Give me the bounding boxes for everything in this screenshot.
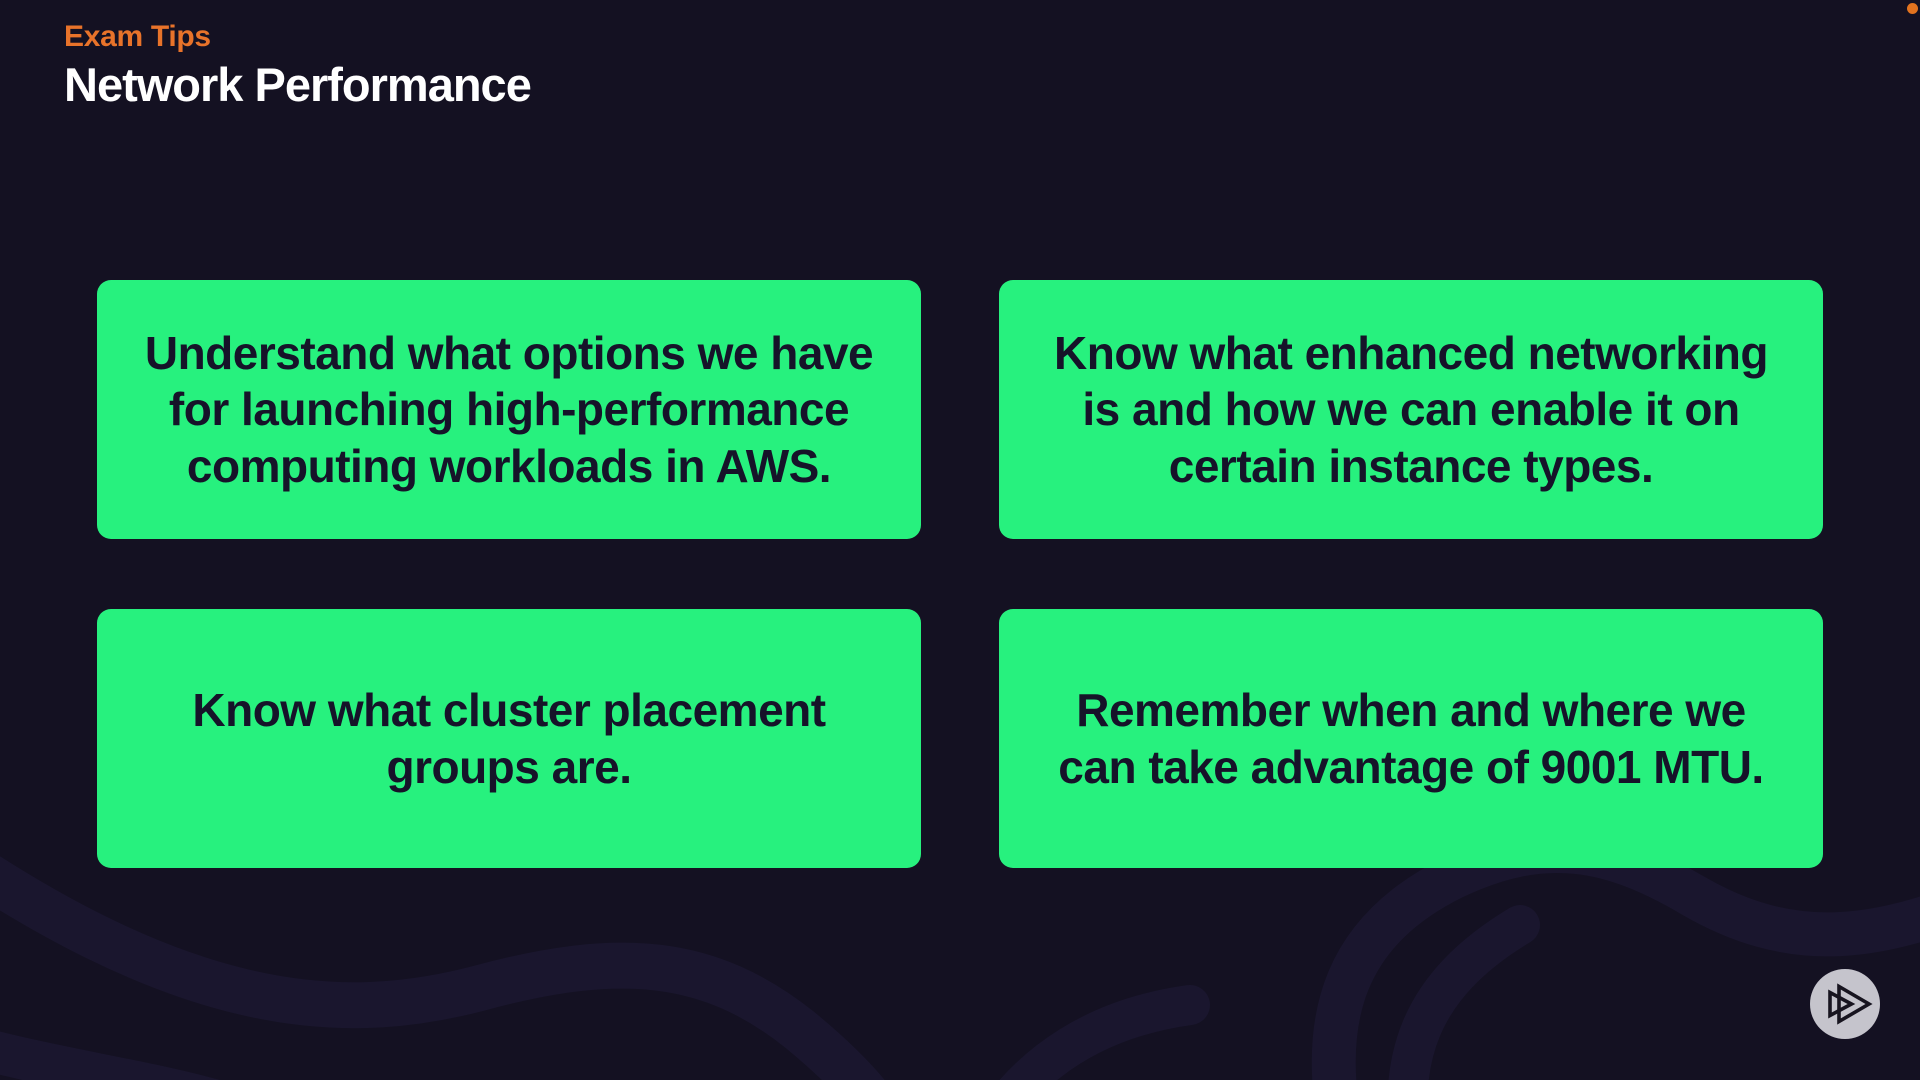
slide-header: Exam Tips Network Performance <box>64 20 532 111</box>
exam-tip-card: Understand what options we have for laun… <box>97 280 921 539</box>
exam-tip-text: Know what enhanced networking is and how… <box>1054 327 1768 492</box>
exam-tip-text: Know what cluster placement groups are. <box>192 684 826 793</box>
recording-indicator-dot <box>1907 3 1918 14</box>
page-title: Network Performance <box>64 58 532 111</box>
exam-tip-text: Understand what options we have for laun… <box>144 327 874 492</box>
eyebrow-label: Exam Tips <box>64 20 211 53</box>
exam-tip-card: Remember when and where we can take adva… <box>999 609 1823 868</box>
pluralsight-logo <box>1810 969 1880 1039</box>
exam-tip-card: Know what cluster placement groups are. <box>97 609 921 868</box>
exam-tip-text: Remember when and where we can take adva… <box>1058 684 1764 793</box>
exam-tip-card: Know what enhanced networking is and how… <box>999 280 1823 539</box>
tips-grid: Understand what options we have for laun… <box>97 280 1823 868</box>
